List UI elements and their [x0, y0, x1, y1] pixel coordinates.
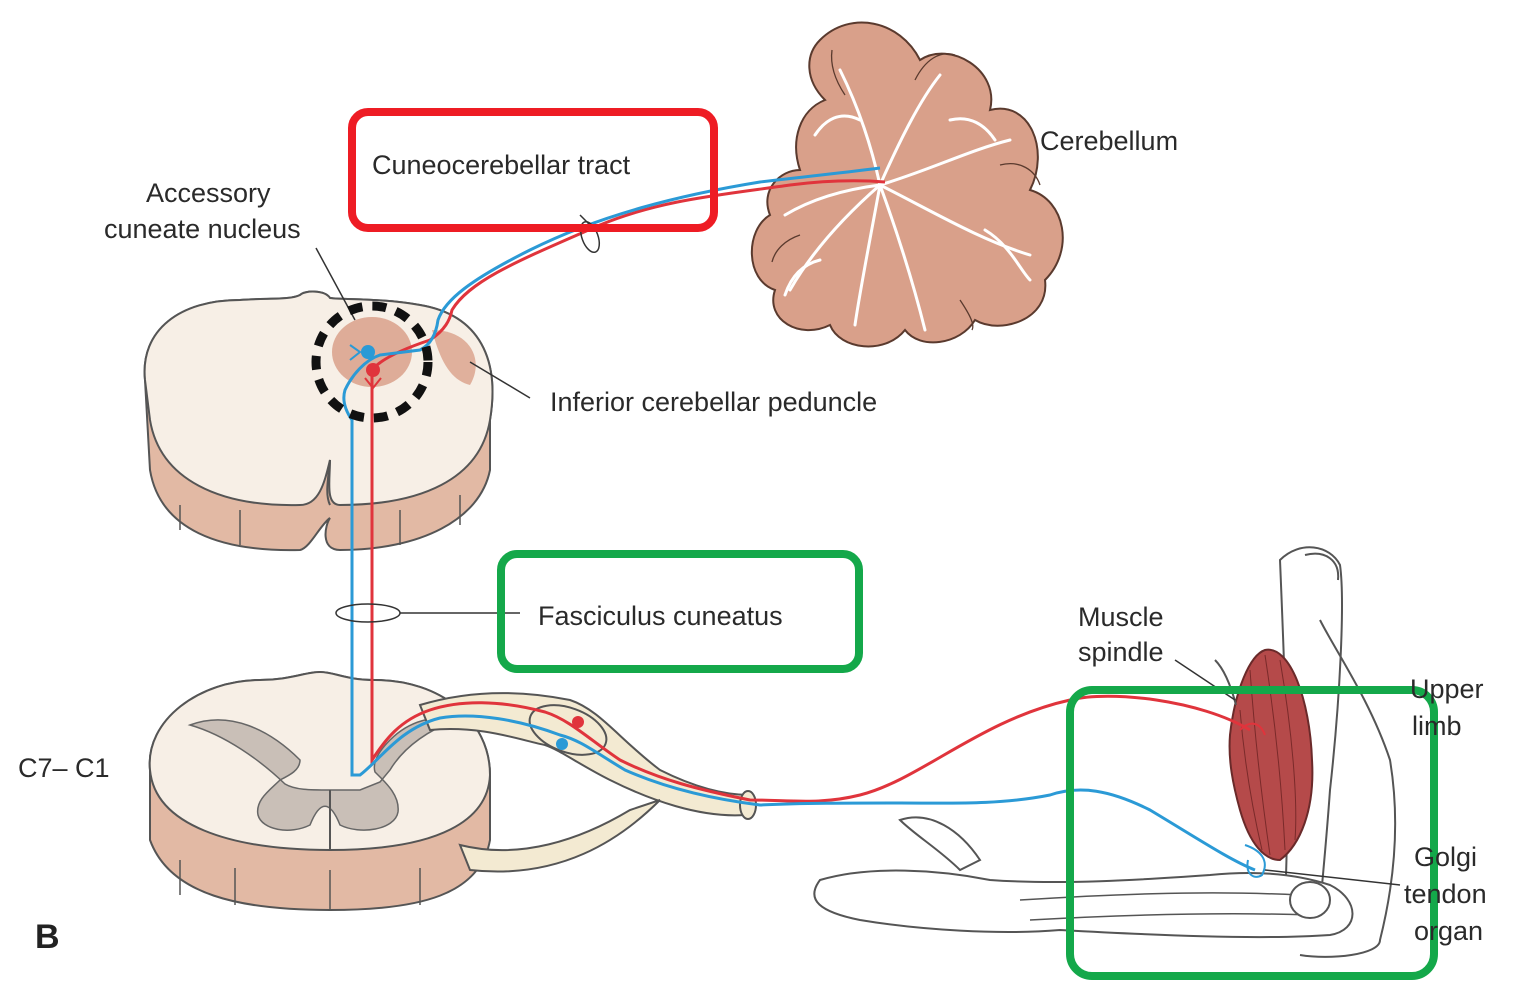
fasciculus-bundle-marker	[336, 604, 400, 622]
accessory-cuneate-nucleus-label-line2: cuneate nucleus	[104, 214, 301, 244]
figure-panel-letter: B	[35, 918, 60, 956]
inferior-cerebellar-peduncle-label: Inferior cerebellar peduncle	[550, 387, 877, 417]
muscle-spindle-label-line2: spindle	[1078, 637, 1164, 667]
muscle-spindle-label-line1: Muscle	[1078, 602, 1164, 632]
golgi-tendon-organ-label-line2: tendon	[1404, 879, 1487, 909]
cuneocerebellar-tract-label: Cuneocerebellar tract	[372, 150, 631, 180]
upper-limb-label-line1: Upper	[1410, 674, 1484, 704]
cerebellum-label: Cerebellum	[1040, 126, 1178, 156]
golgi-tendon-organ-label-line1: Golgi	[1414, 842, 1477, 872]
golgi-tendon-organ-label-line3: organ	[1414, 916, 1483, 946]
fasciculus-cuneatus-label: Fasciculus cuneatus	[538, 601, 783, 631]
accessory-cuneate-nucleus-label-line1: Accessory	[146, 178, 271, 208]
spinal-level-label: C7– C1	[18, 753, 110, 783]
upper-limb-label-line2: limb	[1412, 711, 1462, 741]
